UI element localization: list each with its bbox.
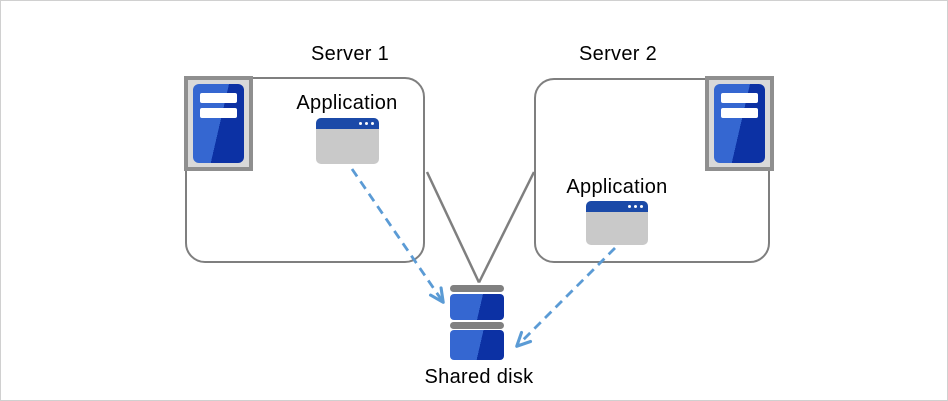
tower-slot (200, 108, 237, 118)
server1-label: Server 1 (311, 43, 389, 65)
tower-slot (200, 93, 237, 103)
titlebar-dot (370, 121, 374, 126)
app-window-titlebar (316, 118, 379, 129)
application-window-icon (316, 118, 379, 164)
server2-disk-connector-line (477, 171, 536, 284)
titlebar-dot (364, 121, 368, 126)
server1-application-label: Application (296, 92, 398, 114)
disk-platter (450, 330, 504, 360)
disk-platter (450, 294, 504, 320)
disk-cap (450, 322, 504, 329)
titlebar-dot (633, 204, 637, 209)
titlebar-dot (358, 121, 362, 126)
server2-label: Server 2 (579, 43, 657, 65)
tower-graphic (193, 84, 244, 163)
application-window-icon (586, 201, 648, 245)
shared-disk-label: Shared disk (424, 366, 534, 388)
server2-application-label: Application (566, 176, 668, 198)
app-window-titlebar (586, 201, 648, 212)
tower-slot (721, 108, 758, 118)
tower-slot (721, 93, 758, 103)
server1-disk-connector-line (425, 171, 481, 284)
tower-graphic (714, 84, 765, 163)
disk-cap (450, 285, 504, 292)
titlebar-dot (639, 204, 643, 209)
server-tower-icon (705, 76, 774, 171)
server-tower-icon (184, 76, 253, 171)
disk-stack-icon (450, 285, 504, 360)
titlebar-dot (627, 204, 631, 209)
